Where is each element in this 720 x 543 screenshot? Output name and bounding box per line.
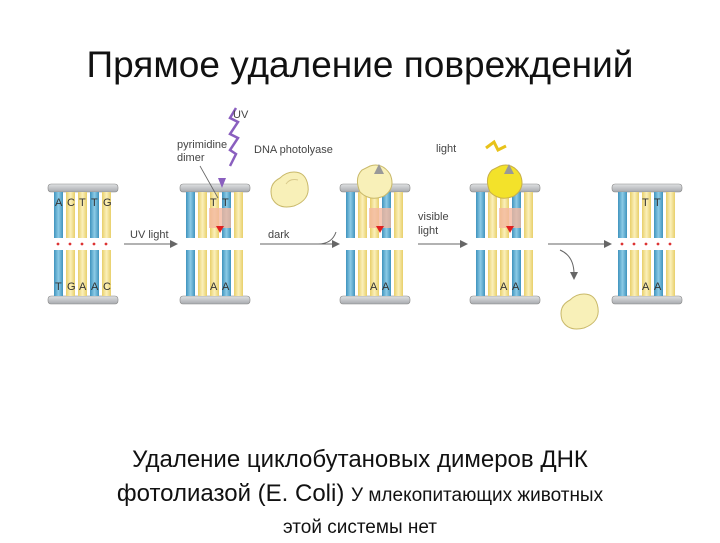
base-bottom-3: A	[79, 281, 87, 293]
dark-label: dark	[268, 229, 290, 241]
release-arrow	[548, 240, 612, 280]
base-top-2: C	[67, 197, 75, 209]
visible-light-arrow: visible light	[418, 211, 468, 248]
caption-line-1: Удаление циклобутановых димеров ДНК	[132, 446, 588, 473]
base-bottom-5: C	[103, 281, 111, 293]
caption-line-2: фотолиазой (E. Coli) У млекопитающих жив…	[0, 477, 720, 513]
dark-arrow: dark	[260, 229, 340, 248]
dna-photolyase-label: DNA photolyase	[254, 144, 333, 156]
caption-line-2-small: У млекопитающих животных	[351, 485, 604, 506]
panel4-base-a1: A	[500, 281, 508, 293]
dna-panel-5: T T A A	[611, 183, 683, 305]
panel3-base-a1: A	[370, 281, 378, 293]
panel2-base-a1: A	[210, 281, 218, 293]
photolyase-repair-diagram: A C T T G T G A A C UV light T T A A UV …	[40, 100, 690, 340]
dna-panel-2: T T A A UV pyrimidine dimer	[177, 107, 251, 305]
panel5-base-a2: A	[654, 281, 662, 293]
base-bottom-1: T	[55, 281, 62, 293]
base-top-5: G	[103, 197, 112, 209]
uv-label: UV	[233, 109, 249, 121]
panel4-base-a2: A	[512, 281, 520, 293]
panel5-base-t1: T	[642, 197, 649, 209]
panel5-base-t2: T	[654, 197, 661, 209]
caption-line-2-main: фотолиазой (E. Coli)	[116, 480, 345, 507]
dimer-label: dimer	[177, 152, 205, 164]
dimer-base-t1: T	[210, 197, 217, 209]
base-top-3: T	[79, 197, 86, 209]
caption-line-3: этой системы нет	[282, 517, 438, 538]
panel2-base-a2: A	[222, 281, 230, 293]
light-label: light	[436, 143, 456, 155]
base-top-1: A	[55, 197, 63, 209]
panel3-base-a2: A	[382, 281, 390, 293]
dna-panel-3: A A	[339, 164, 411, 305]
pyrimidine-label: pyrimidine	[177, 139, 227, 151]
slide-title: Прямое удаление повреждений	[86, 44, 634, 85]
panel5-base-a1: A	[642, 281, 650, 293]
uv-light-arrow: UV light	[124, 229, 178, 248]
base-top-4: T	[91, 197, 98, 209]
dna-panel-1: A C T T G T G A A C	[47, 183, 119, 305]
uv-ray	[228, 107, 240, 167]
photolyase-enzyme: DNA photolyase	[254, 144, 333, 208]
caption: Удаление циклобутановых димеров ДНК фото…	[0, 443, 720, 543]
diagram-svg: A C T T G T G A A C UV light T T A A UV …	[47, 107, 683, 330]
released-photolyase	[560, 293, 599, 330]
visible-label: visible	[418, 211, 449, 223]
dimer-base-t2: T	[222, 197, 229, 209]
visible-light-label: light	[418, 225, 438, 237]
base-bottom-2: G	[67, 281, 76, 293]
dna-panel-4: light A A	[436, 139, 541, 305]
uv-light-label: UV light	[130, 229, 169, 241]
base-bottom-4: A	[91, 281, 99, 293]
